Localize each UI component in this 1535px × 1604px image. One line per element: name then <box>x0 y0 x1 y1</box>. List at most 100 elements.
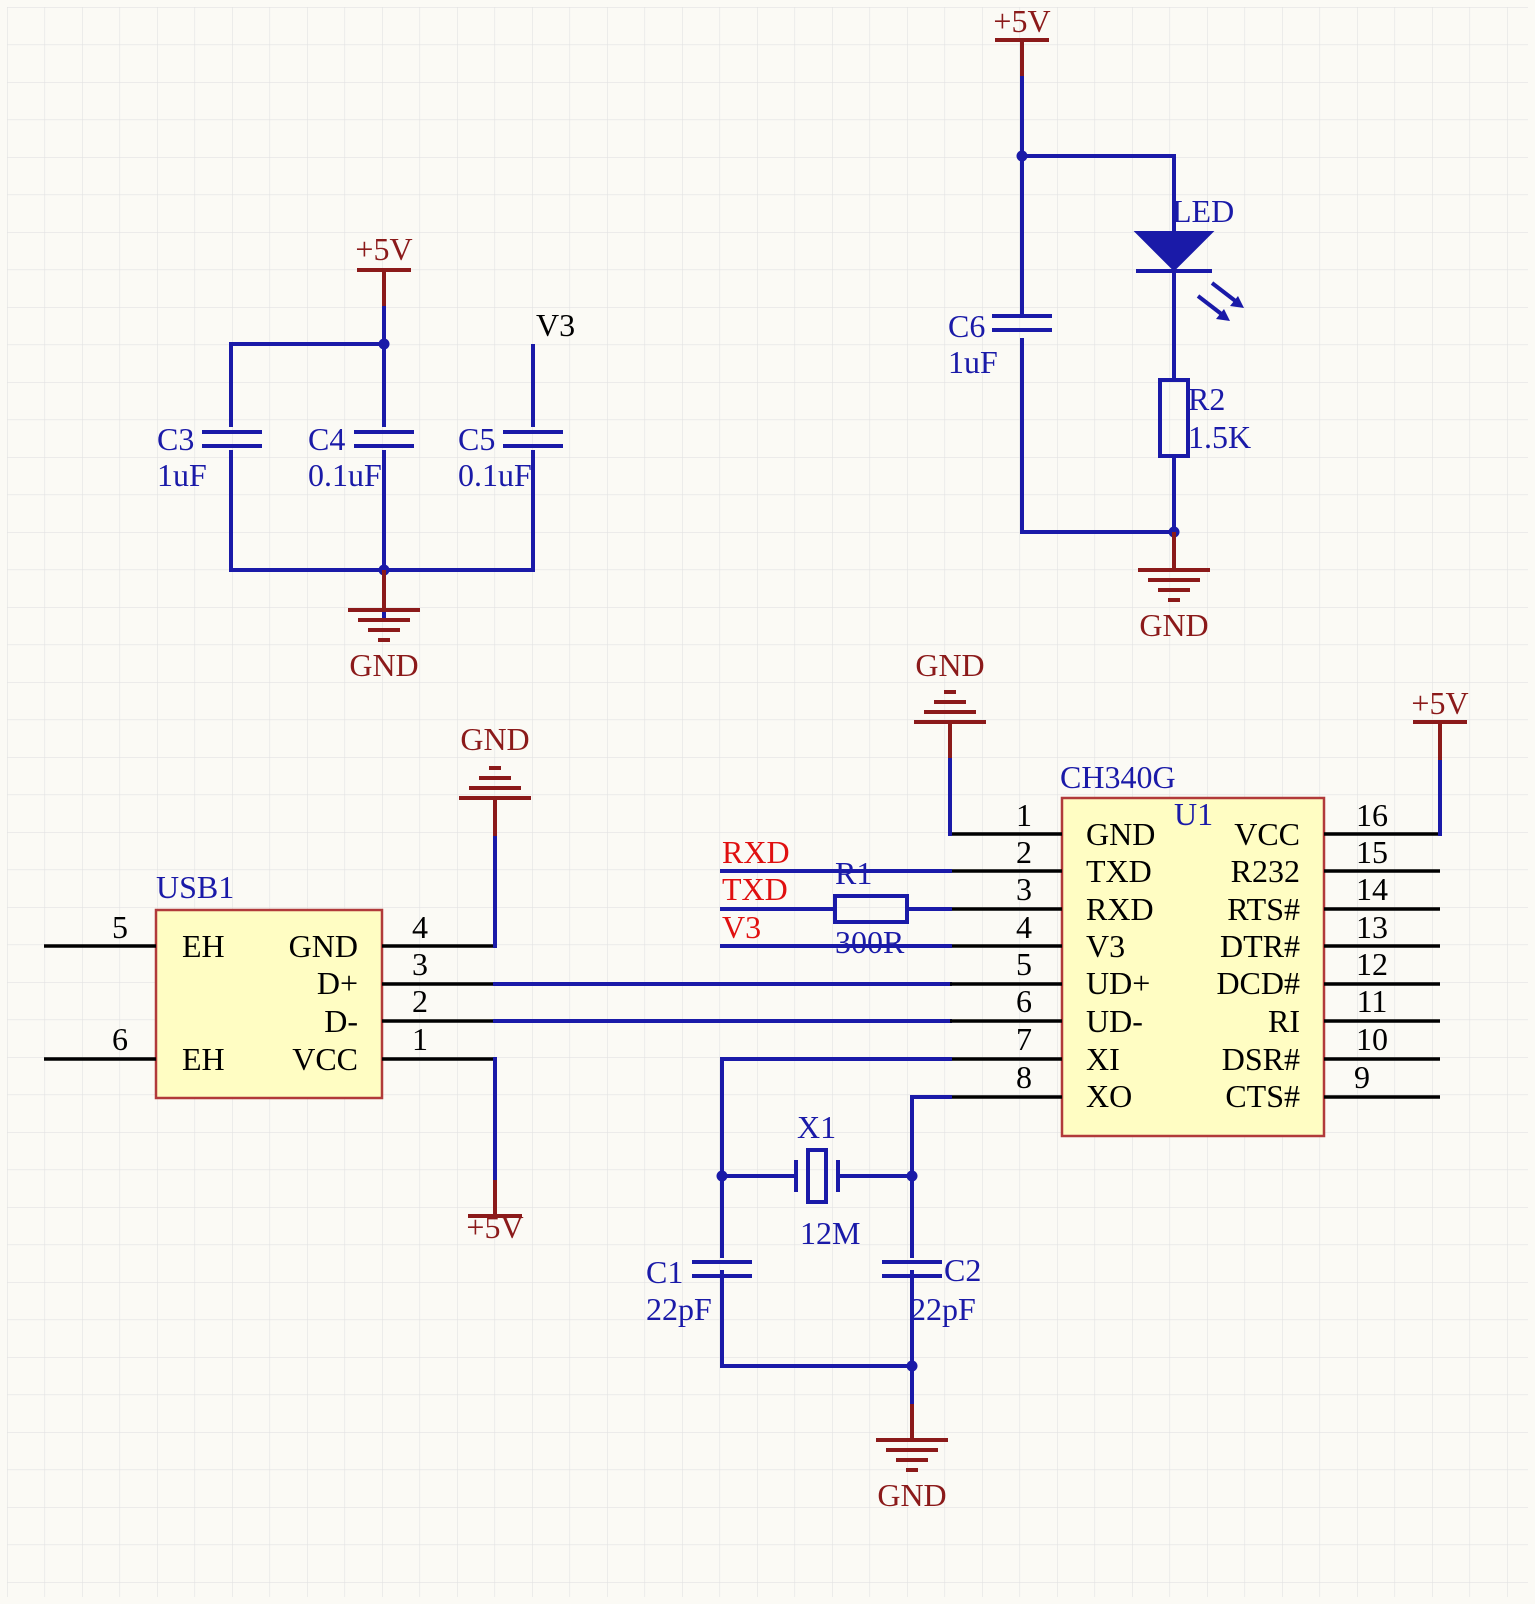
usb1-pin-name: D- <box>324 1003 358 1039</box>
ground-symbol-a[interactable]: GND <box>348 570 420 683</box>
ic-ch340g-u1[interactable]: CH340G U1 1 2 3 4 5 6 7 8 GND TXD RXD V3 <box>950 759 1440 1138</box>
u1-pin-num: 3 <box>1016 871 1032 907</box>
c2-value: 22pF <box>910 1291 976 1327</box>
c6-value: 1uF <box>948 344 998 380</box>
u1-pin-name: XI <box>1086 1041 1120 1077</box>
capacitor-c2[interactable]: C2 22pF <box>882 1252 981 1327</box>
c1-value: 22pF <box>646 1291 712 1327</box>
u1-pin-name: RTS# <box>1227 891 1300 927</box>
decoupling-caps-group: +5V V3 C3 1uF C4 0.1uF C5 0.1uF <box>157 231 575 683</box>
usb1-pin-num: 2 <box>412 983 428 1019</box>
x1-value: 12M <box>800 1215 860 1251</box>
u1-pin-num: 12 <box>1356 946 1388 982</box>
crystal-x1[interactable]: X1 12M <box>794 1109 860 1251</box>
u1-pin-num: 5 <box>1016 946 1032 982</box>
usb1-pin-name: EH <box>182 928 225 964</box>
net-label-rxd: RXD <box>722 834 790 870</box>
c6-ref: C6 <box>948 308 985 344</box>
u1-pin-name: VCC <box>1234 816 1300 852</box>
u1-pin-name: RI <box>1268 1003 1300 1039</box>
net-label-txd: TXD <box>722 871 788 907</box>
crystal-group: X1 12M C1 22pF C2 22pF GND <box>646 1057 981 1513</box>
power-port-5v-c[interactable]: +5V <box>466 1057 524 1245</box>
u1-pin-name: DCD# <box>1216 965 1300 1001</box>
u1-pin-num: 6 <box>1016 983 1032 1019</box>
c5-ref: C5 <box>458 421 495 457</box>
u1-pin-num: 2 <box>1016 834 1032 870</box>
u1-pin-num: 10 <box>1356 1021 1388 1057</box>
power-label: +5V <box>1411 685 1468 721</box>
led-ref: LED <box>1172 193 1234 229</box>
u1-pin-name: TXD <box>1086 853 1152 889</box>
serial-net-labels: RXD TXD V3 <box>720 834 952 948</box>
resistor-r1[interactable]: R1 300R <box>833 855 909 960</box>
ground-symbol-c[interactable]: GND <box>459 721 531 948</box>
ground-label: GND <box>915 647 984 683</box>
capacitor-c5[interactable]: C5 0.1uF <box>458 421 563 493</box>
usb1-pin-name: GND <box>289 928 358 964</box>
u1-pin-name: UD+ <box>1086 965 1150 1001</box>
c3-value: 1uF <box>157 457 207 493</box>
u1-pin-name: UD- <box>1086 1003 1143 1039</box>
power-port-5v-a[interactable]: +5V <box>355 231 413 308</box>
u1-pin-name: DTR# <box>1220 928 1300 964</box>
capacitor-c3[interactable]: C3 1uF <box>157 421 262 493</box>
r1-ref: R1 <box>835 855 872 891</box>
power-port-5v-d[interactable]: +5V <box>1411 685 1469 836</box>
capacitor-c4[interactable]: C4 0.1uF <box>308 421 414 493</box>
ground-label: GND <box>1139 607 1208 643</box>
usb1-pin-num: 5 <box>112 909 128 945</box>
v3-net-label: V3 <box>536 307 575 343</box>
ground-symbol-b[interactable]: GND <box>1138 532 1210 643</box>
u1-pin-num: 11 <box>1357 983 1388 1019</box>
usb-connector-usb1[interactable]: USB1 5 6 EH EH 4 3 2 1 GND D+ D- VCC <box>44 869 495 1100</box>
ground-label: GND <box>877 1477 946 1513</box>
usb1-pin-name: EH <box>182 1041 225 1077</box>
resistor-r2[interactable]: R2 1.5K <box>1158 378 1251 458</box>
ground-label: GND <box>460 721 529 757</box>
led-indicator-group: +5V C6 1uF LED R2 1.5 <box>948 3 1251 643</box>
u1-ref: U1 <box>1174 796 1213 832</box>
usb1-ref: USB1 <box>156 869 234 905</box>
led-d1[interactable]: LED <box>1133 193 1244 321</box>
u1-pin-num: 9 <box>1354 1059 1370 1095</box>
u1-pin-name: RXD <box>1086 891 1154 927</box>
c1-ref: C1 <box>646 1254 683 1290</box>
u1-pin-name: XO <box>1086 1078 1132 1114</box>
usb1-pin-name: D+ <box>317 965 358 1001</box>
ground-symbol-d[interactable]: GND <box>914 647 986 836</box>
u1-pin-num: 16 <box>1356 797 1388 833</box>
usb1-pin-num: 6 <box>112 1021 128 1057</box>
power-label: +5V <box>466 1209 523 1245</box>
u1-pin-num: 1 <box>1016 797 1032 833</box>
u1-pin-name: R232 <box>1231 853 1300 889</box>
c5-value: 0.1uF <box>458 457 532 493</box>
c2-ref: C2 <box>944 1252 981 1288</box>
capacitor-c6[interactable]: C6 1uF <box>948 308 1052 380</box>
u1-pin-name: DSR# <box>1222 1041 1300 1077</box>
power-port-5v-b[interactable]: +5V <box>993 3 1051 78</box>
r2-ref: R2 <box>1188 381 1225 417</box>
u1-pin-num: 15 <box>1356 834 1388 870</box>
u1-pin-name: V3 <box>1086 928 1125 964</box>
power-label: +5V <box>355 231 412 267</box>
c4-ref: C4 <box>308 421 345 457</box>
x1-ref: X1 <box>797 1109 836 1145</box>
u1-pin-num: 8 <box>1016 1059 1032 1095</box>
ground-label: GND <box>349 647 418 683</box>
u1-pin-num: 13 <box>1356 909 1388 945</box>
r1-value: 300R <box>835 924 905 960</box>
u1-part-label: CH340G <box>1060 759 1176 795</box>
u1-pin-num: 7 <box>1016 1021 1032 1057</box>
capacitor-c1[interactable]: C1 22pF <box>646 1254 752 1327</box>
power-label: +5V <box>993 3 1050 39</box>
usb1-pin-num: 3 <box>412 946 428 982</box>
u1-pin-num: 14 <box>1356 871 1388 907</box>
u1-pin-name: CTS# <box>1225 1078 1300 1114</box>
usb1-pin-name: VCC <box>292 1041 358 1077</box>
r2-value: 1.5K <box>1188 419 1251 455</box>
usb1-pin-num: 1 <box>412 1021 428 1057</box>
u1-pin-name: GND <box>1086 816 1155 852</box>
ground-symbol-e[interactable]: GND <box>876 1404 948 1513</box>
